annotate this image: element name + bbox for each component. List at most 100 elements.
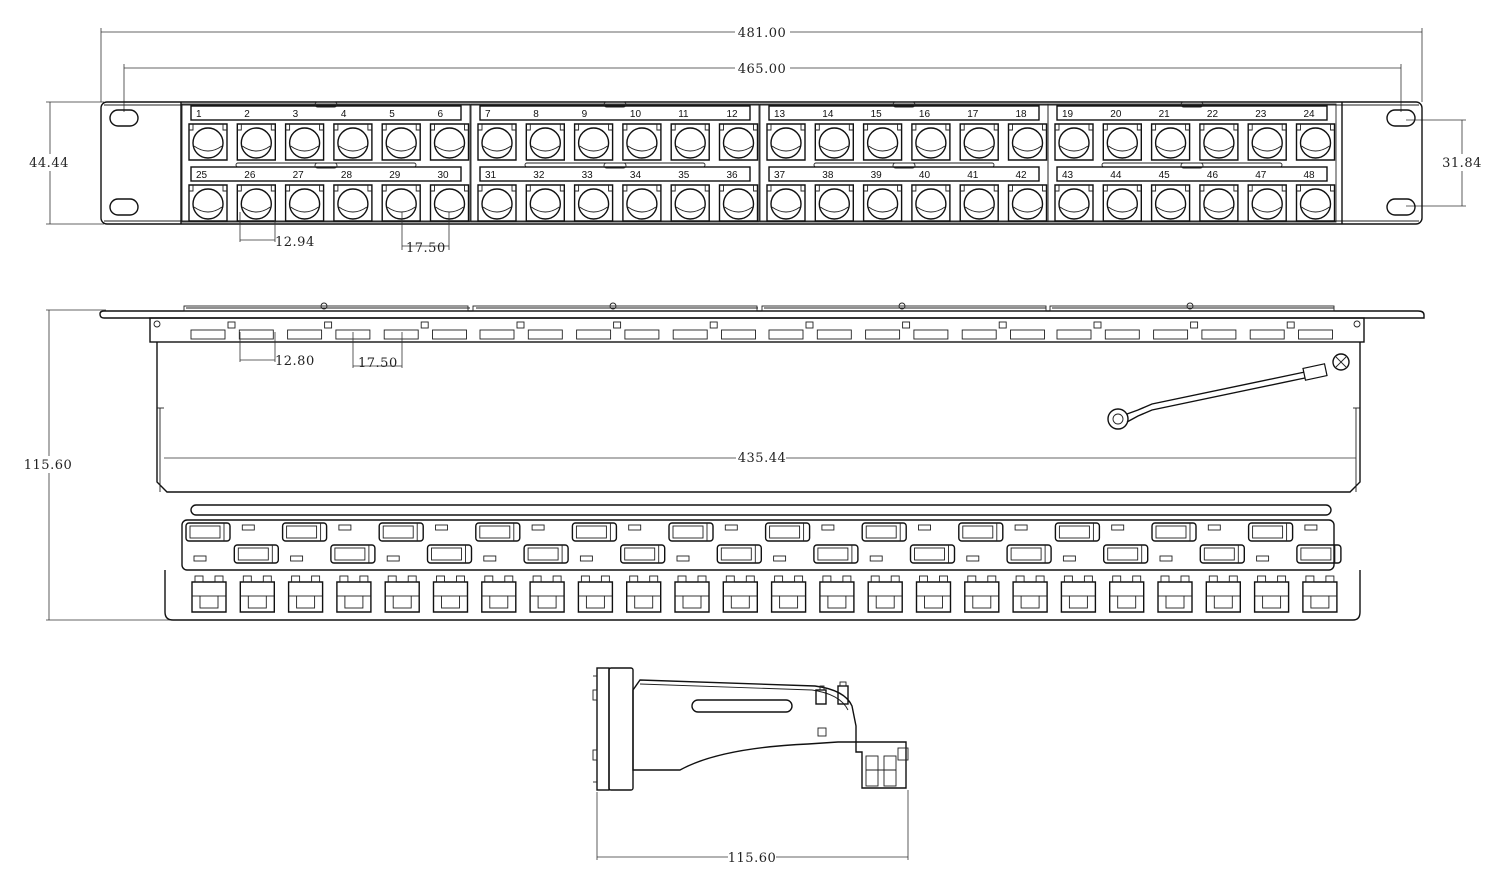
rj45-port[interactable] (1199, 184, 1239, 222)
front-flange (99, 310, 1425, 319)
cable-clip (668, 522, 714, 562)
idc-block (191, 575, 227, 613)
rj45-port[interactable] (1150, 184, 1191, 222)
idc-block (770, 575, 807, 613)
rj45-port[interactable] (622, 123, 662, 161)
port-number: 16 (919, 109, 931, 120)
port-number: 45 (1159, 170, 1171, 181)
top-slot (190, 329, 226, 340)
slot-strip (149, 317, 1365, 343)
rj45-port[interactable] (1054, 184, 1094, 222)
port-number: 32 (533, 170, 545, 181)
slot-tab (805, 321, 814, 329)
tray-body (156, 342, 1361, 493)
idc-block (722, 575, 758, 613)
rj45-port[interactable] (1247, 123, 1287, 161)
side-view: 115.60 (592, 667, 909, 866)
rj45-port[interactable] (1007, 123, 1048, 161)
rj45-port[interactable] (670, 184, 710, 222)
port-number: 43 (1062, 170, 1074, 181)
port-number: 10 (630, 109, 642, 120)
rj45-port[interactable] (1199, 123, 1239, 161)
rj45-port[interactable] (284, 184, 325, 222)
top-slot (624, 329, 660, 340)
rj45-port[interactable] (766, 123, 806, 161)
rj45-port[interactable] (284, 123, 325, 161)
rj45-port[interactable] (1150, 123, 1191, 161)
slot-tab (1286, 321, 1295, 329)
port-number: 7 (485, 109, 491, 120)
rj45-port[interactable] (766, 184, 806, 222)
rj45-port[interactable] (814, 184, 854, 222)
idc-block (1157, 575, 1193, 613)
rj45-port[interactable] (477, 184, 517, 222)
rj45-port[interactable] (718, 123, 759, 161)
idc-block (287, 575, 324, 613)
rj45-port[interactable] (573, 184, 614, 222)
port-number: 36 (727, 170, 739, 181)
cable-clip (813, 524, 859, 564)
rj45-port[interactable] (862, 184, 903, 222)
rj45-port[interactable] (959, 184, 999, 222)
rj45-port[interactable] (1247, 184, 1287, 222)
cable-clip (620, 524, 666, 564)
mounting-hole (1386, 198, 1416, 216)
rj45-port[interactable] (525, 184, 565, 222)
top-slot (721, 329, 756, 340)
port-pitch-dimension: 17.50 (406, 241, 446, 256)
port-number: 28 (341, 170, 353, 181)
rj45-port[interactable] (911, 184, 951, 222)
rj45-port[interactable] (670, 123, 710, 161)
rj45-port[interactable] (333, 184, 373, 222)
rj45-port[interactable] (188, 123, 228, 161)
depth-dimension: 115.60 (24, 458, 73, 473)
rj45-port[interactable] (573, 123, 614, 161)
cable-clip (330, 524, 376, 564)
rj45-port[interactable] (1102, 123, 1142, 161)
rj45-port[interactable] (236, 123, 276, 161)
rj45-port[interactable] (236, 184, 276, 222)
cable-clip (571, 522, 618, 562)
rj45-port[interactable] (862, 123, 903, 161)
port-number: 31 (485, 170, 497, 181)
port-number: 47 (1255, 170, 1267, 181)
rj45-port[interactable] (429, 184, 470, 222)
cable-clip (1296, 524, 1342, 564)
rj45-port[interactable] (911, 123, 951, 161)
port-number: 26 (244, 170, 256, 181)
rj45-port[interactable] (381, 184, 421, 222)
rj45-port[interactable] (959, 123, 999, 161)
rj45-port[interactable] (1102, 184, 1142, 222)
rj45-port[interactable] (814, 123, 854, 161)
rj45-port[interactable] (477, 123, 517, 161)
port-number: 29 (389, 170, 401, 181)
rj45-port[interactable] (1054, 123, 1094, 161)
cable-bar (190, 504, 1332, 516)
port-number: 9 (582, 109, 588, 120)
port-number: 44 (1110, 170, 1122, 181)
idc-block (239, 575, 275, 613)
cable-clip (861, 522, 907, 562)
idc-block (674, 575, 710, 613)
rj45-port[interactable] (333, 123, 373, 161)
idc-block (964, 575, 1000, 613)
top-slot (576, 329, 612, 340)
top-slot (1298, 329, 1333, 340)
idc-block (1253, 575, 1290, 613)
rj45-port[interactable] (525, 123, 565, 161)
rj45-port[interactable] (718, 184, 759, 222)
port-number: 13 (774, 109, 786, 120)
rj45-port[interactable] (1295, 184, 1336, 222)
rj45-port[interactable] (1007, 184, 1048, 222)
top-slot (383, 329, 419, 340)
height-dimension: 44.44 (29, 156, 69, 171)
rj45-port[interactable] (622, 184, 662, 222)
rj45-port[interactable] (429, 123, 470, 161)
rj45-port[interactable] (1295, 123, 1336, 161)
rj45-port[interactable] (381, 123, 421, 161)
cable-clip (523, 524, 569, 564)
slot-tab (613, 321, 622, 329)
rj45-port[interactable] (188, 184, 228, 222)
